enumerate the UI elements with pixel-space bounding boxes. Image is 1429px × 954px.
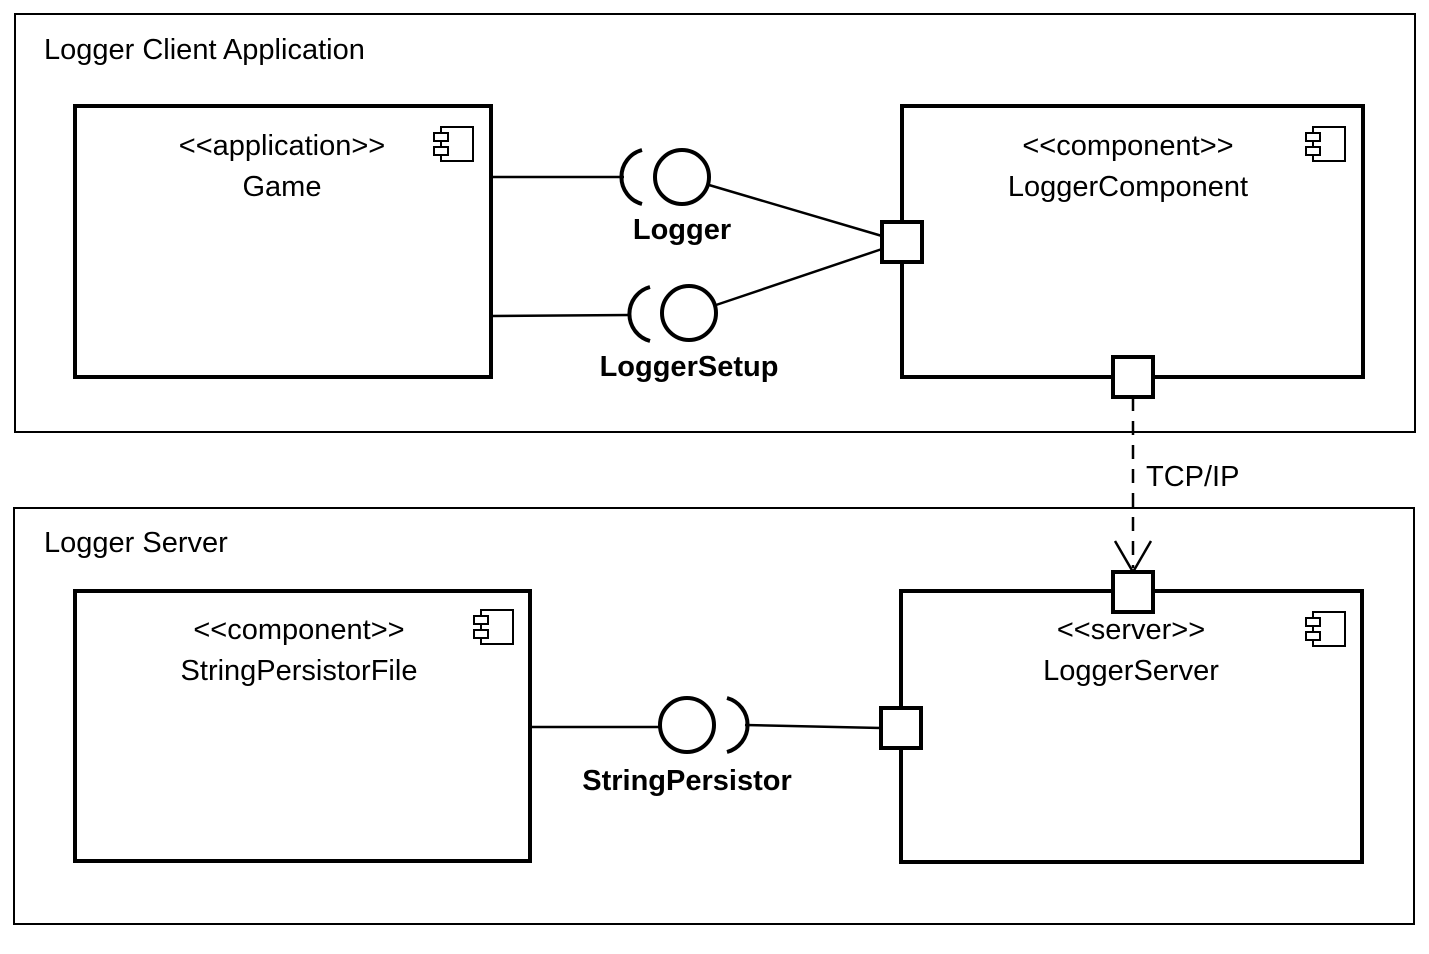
logger-component-interface-port[interactable] [880, 220, 924, 264]
game-stereotype: <<application>> [179, 130, 385, 162]
interface-logger-setup[interactable]: LoggerSetup [490, 247, 883, 383]
logger-server-interface-port[interactable] [879, 706, 923, 750]
package-logger-client-application: Logger Client Application [14, 13, 1416, 433]
component-string-persistor-file[interactable]: <<component>> StringPersistorFile [73, 589, 532, 863]
logger-socket [619, 148, 643, 206]
logger-server-network-port[interactable] [1111, 570, 1155, 614]
logger-component-stereotype: <<component>> [1022, 130, 1233, 162]
game-name: Game [243, 171, 322, 203]
component-icon [433, 126, 474, 162]
tcp-ip-dependency[interactable]: TCP/IP [1113, 397, 1239, 575]
loggersetup-interface-label: LoggerSetup [600, 351, 779, 383]
string-persistor-ball [658, 696, 716, 754]
component-logger-server[interactable]: <<server>> LoggerServer [899, 589, 1364, 864]
package-title-client: Logger Client Application [44, 34, 365, 66]
component-logger-component[interactable]: <<component>> LoggerComponent [900, 104, 1365, 379]
component-icon [1305, 611, 1346, 647]
string-persistor-file-name: StringPersistorFile [181, 655, 418, 687]
string-persistor-file-stereotype: <<component>> [193, 614, 404, 646]
loggersetup-ball [660, 284, 718, 342]
logger-component-name: LoggerComponent [1008, 171, 1248, 203]
logger-component-network-port[interactable] [1111, 355, 1155, 399]
package-logger-server: Logger Server [13, 507, 1415, 925]
package-title-server: Logger Server [44, 527, 228, 559]
logger-port-connector [708, 183, 883, 238]
component-game[interactable]: <<application>> Game [73, 104, 493, 379]
interface-string-persistor[interactable]: StringPersistor [530, 696, 882, 797]
component-icon [1305, 126, 1346, 162]
component-icon [473, 609, 514, 645]
interface-logger[interactable]: Logger [491, 148, 883, 246]
string-persistor-port-connector [744, 723, 882, 730]
logger-server-name: LoggerServer [1043, 655, 1219, 687]
logger-interface-label: Logger [633, 214, 731, 246]
game-loggersetup-connector [490, 313, 632, 318]
logger-ball [653, 148, 711, 206]
logger-server-stereotype: <<server>> [1057, 614, 1205, 646]
string-persistor-socket [726, 696, 750, 754]
string-persistor-interface-label: StringPersistor [582, 765, 792, 797]
loggersetup-socket [627, 285, 651, 343]
tcp-ip-label: TCP/IP [1146, 461, 1239, 493]
loggersetup-port-connector [715, 247, 883, 307]
